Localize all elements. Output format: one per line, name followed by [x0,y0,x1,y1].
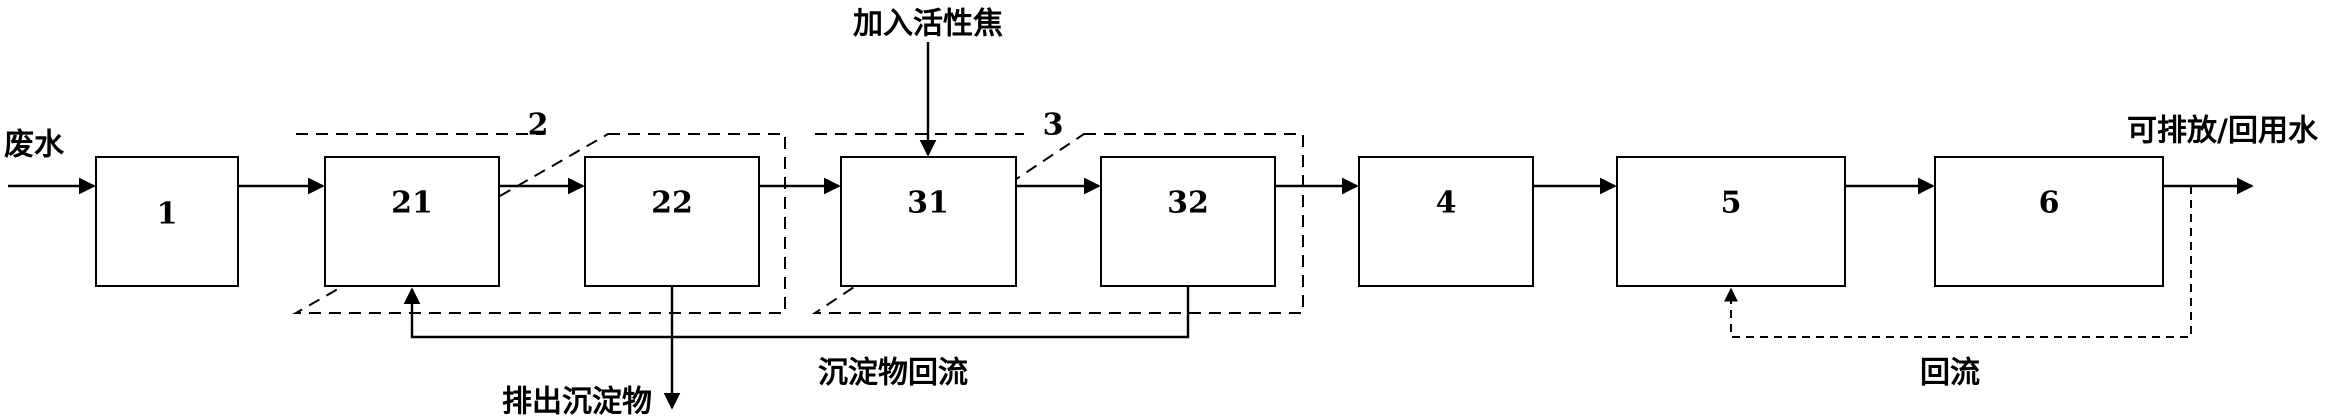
group-3-boundary [811,133,1304,314]
unit-5-box [1616,156,1846,287]
unit-4-label: 4 [1436,186,1457,221]
discharge-reuse-water-label: 可排放/回用水 [2127,114,2319,149]
sediment-return-line [403,286,1190,339]
add-activated-coke-label: 加入活性焦 [853,7,1003,42]
wastewater-label: 废水 [4,128,65,163]
unit-1-box [95,156,239,287]
unit-21-label: 21 [391,186,433,221]
unit-1-label: 1 [157,197,178,232]
unit-4-box [1358,156,1534,287]
unit-31-label: 31 [907,186,949,221]
unit-22-label: 22 [651,186,693,221]
unit-5-label: 5 [1721,186,1742,221]
sediment-return-label: 沉淀物回流 [818,356,968,391]
group-3-label: 3 [1043,108,1064,143]
discharge-sediment-label: 排出沉淀物 [502,385,652,420]
unit-6-box [1934,156,2164,287]
group-2-label: 2 [528,108,549,143]
unit-31-box [840,156,1017,287]
unit-32-box [1100,156,1276,287]
unit-32-label: 32 [1167,186,1209,221]
return-flow-label: 回流 [1920,356,1980,391]
unit-6-label: 6 [2039,186,2060,221]
unit-22-box [584,156,760,287]
reflux-line [1724,185,2192,338]
unit-21-box [324,156,500,287]
